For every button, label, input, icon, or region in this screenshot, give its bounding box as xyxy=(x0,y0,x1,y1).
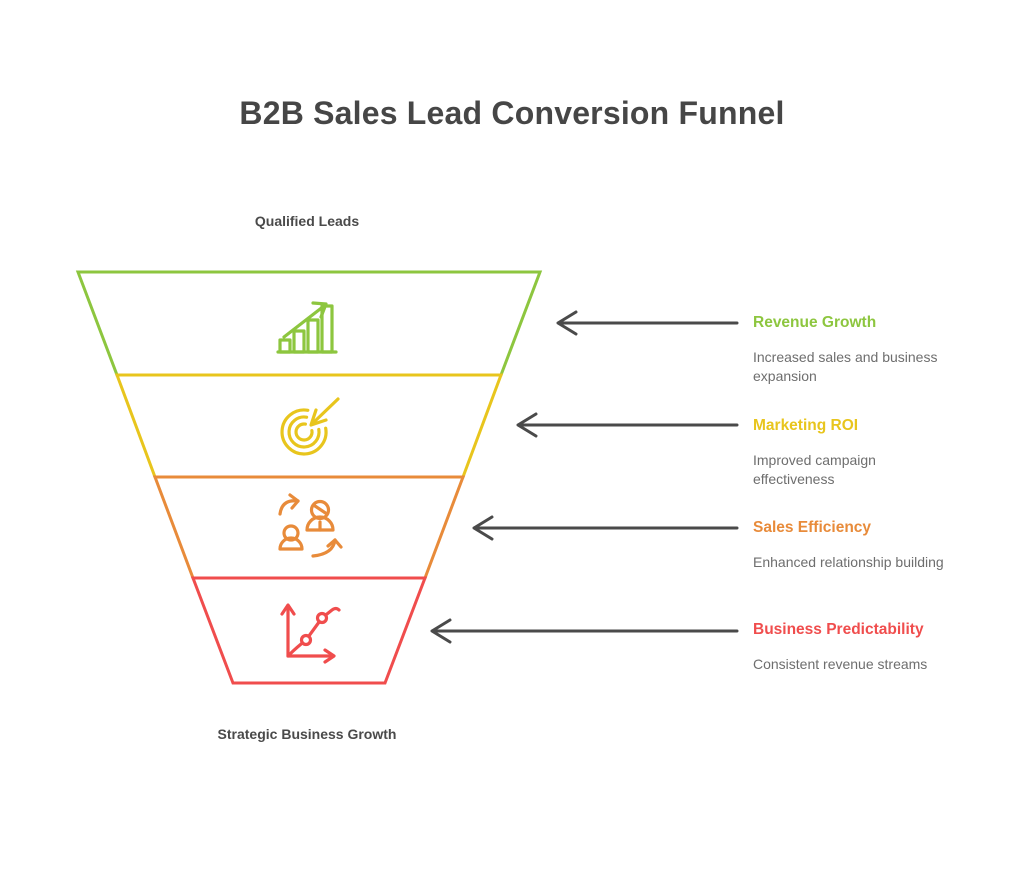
funnel-segment-business-predictability xyxy=(190,576,428,685)
trend-graph-icon xyxy=(280,603,341,664)
callout-heading-business-predictability: Business Predictability xyxy=(753,621,924,638)
callout-desc-marketing-roi: Improved campaign effectiveness xyxy=(753,452,876,487)
growth-chart-icon xyxy=(276,301,338,354)
callout-heading-sales-efficiency: Sales Efficiency xyxy=(753,519,872,536)
callout-sales-efficiency: Sales Efficiency Enhanced relationship b… xyxy=(753,518,1013,572)
funnel-segment-marketing-roi xyxy=(114,373,504,479)
arrow-sales-efficiency xyxy=(472,515,739,541)
callout-arrows xyxy=(430,310,739,644)
callout-desc-business-predictability: Consistent revenue streams xyxy=(753,656,928,672)
people-exchange-icon xyxy=(278,493,343,558)
page-title: B2B Sales Lead Conversion Funnel xyxy=(239,95,785,132)
target-arrow-icon xyxy=(280,397,340,456)
arrow-business-predictability xyxy=(430,618,739,644)
funnel-segment-sales-efficiency xyxy=(152,475,466,580)
callout-heading-marketing-roi: Marketing ROI xyxy=(753,417,859,434)
funnel-top-label: Qualified Leads xyxy=(254,213,360,229)
callout-business-predictability: Business Predictability Consistent reven… xyxy=(753,620,1013,674)
callout-desc-revenue-growth: Increased sales and business expansion xyxy=(753,349,938,384)
funnel-bottom-label: Strategic Business Growth xyxy=(217,726,397,742)
arrow-revenue-growth xyxy=(556,310,739,336)
callout-revenue-growth: Revenue Growth Increased sales and busin… xyxy=(753,313,1013,385)
callout-marketing-roi: Marketing ROI Improved campaign effectiv… xyxy=(753,416,1013,488)
arrow-marketing-roi xyxy=(516,412,739,438)
callout-heading-revenue-growth: Revenue Growth xyxy=(753,314,877,331)
callout-desc-sales-efficiency: Enhanced relationship building xyxy=(753,554,944,570)
